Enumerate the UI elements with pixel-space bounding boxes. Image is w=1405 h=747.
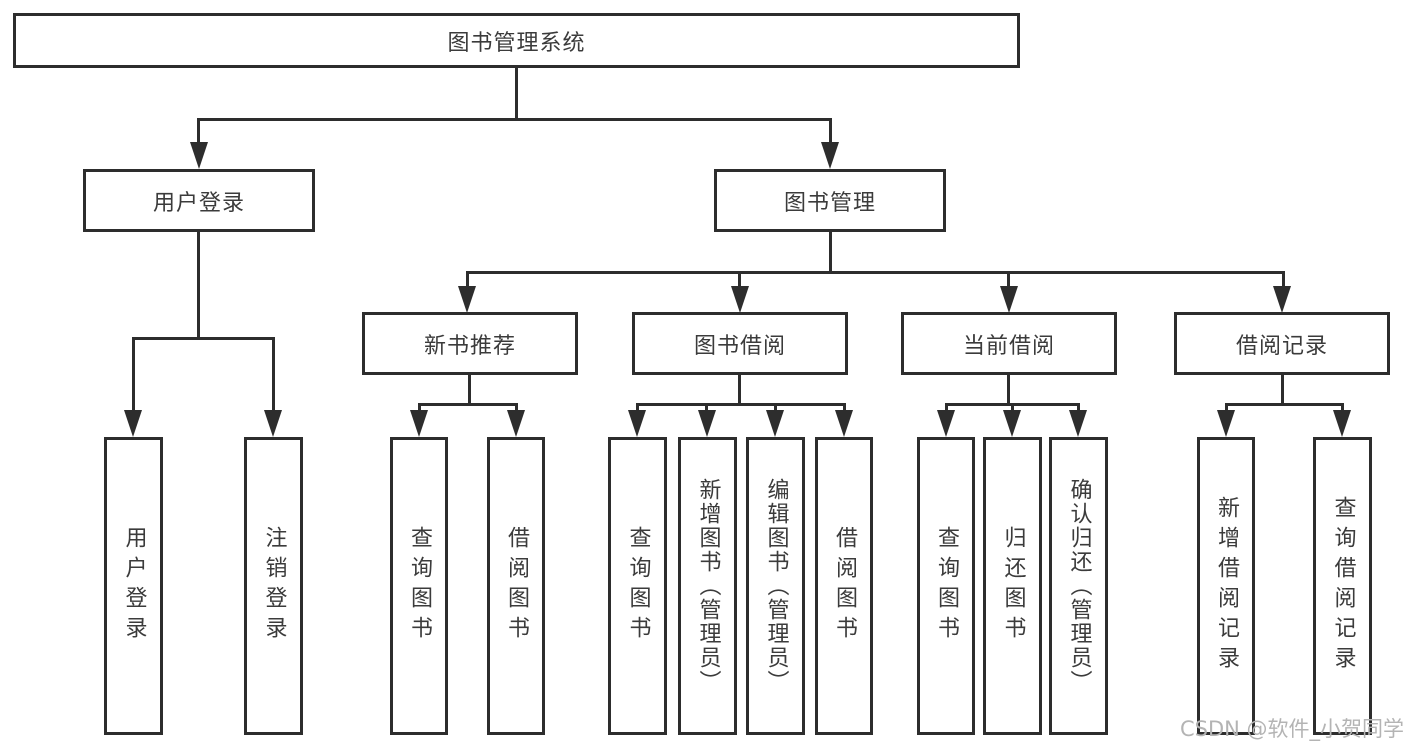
node-new-book-recommendation: 新书推荐 [362,312,578,375]
connector-line [197,118,200,146]
leaf-user-login: 用户登录 [104,437,163,735]
connector-line [466,271,469,288]
connector-line [705,403,708,413]
arrowhead-down-icon [1069,410,1087,437]
connector-line [829,118,832,146]
arrowhead-down-icon [698,410,716,437]
connector-line [197,118,832,121]
connector-line [843,403,846,413]
connector-line [132,337,275,340]
connector-line [466,271,1285,274]
arrowhead-down-icon [1217,410,1235,437]
leaf-borrow-books-recommend: 借阅图书 [487,437,545,735]
connector-line [515,66,518,120]
arrowhead-down-icon [731,286,749,313]
arrowhead-down-icon [1333,410,1351,437]
connector-line [738,271,741,288]
connector-line [738,373,741,405]
connector-line [418,403,421,413]
arrowhead-down-icon [937,410,955,437]
watermark: CSDN @软件_小贺同学 [1180,717,1405,741]
arrowhead-down-icon [190,142,208,169]
connector-line [272,337,275,413]
node-user-login: 用户登录 [83,169,315,232]
leaf-add-borrow-record: 新增借阅记录 [1197,437,1255,735]
node-borrowing-records: 借阅记录 [1174,312,1390,375]
arrowhead-down-icon [124,410,142,437]
leaf-borrow-books-borrowing: 借阅图书 [815,437,873,735]
connector-line [132,337,135,413]
connector-line [1007,373,1010,405]
connector-line [1282,271,1285,288]
connector-line [468,373,471,405]
arrowhead-down-icon [1273,286,1291,313]
connector-line [1007,271,1010,288]
leaf-query-books-current: 查询图书 [917,437,975,735]
arrowhead-down-icon [835,410,853,437]
connector-line [636,403,639,413]
connector-line [1281,373,1284,405]
arrowhead-down-icon [1000,286,1018,313]
leaf-query-books-recommend: 查询图书 [390,437,448,735]
connector-line [418,403,518,406]
leaf-query-books-borrowing: 查询图书 [608,437,667,735]
connector-line [197,230,200,339]
connector-line [1011,403,1014,413]
arrowhead-down-icon [507,410,525,437]
node-current-borrowing: 当前借阅 [901,312,1117,375]
connector-line [1341,403,1344,413]
node-book-management: 图书管理 [714,169,946,232]
leaf-edit-book-admin: 编辑图书（管理员） [746,437,805,735]
arrowhead-down-icon [410,410,428,437]
arrowhead-down-icon [821,142,839,169]
leaf-confirm-return-admin: 确认归还（管理员） [1049,437,1108,735]
connector-line [774,403,777,413]
arrowhead-down-icon [458,286,476,313]
leaf-query-borrow-record: 查询借阅记录 [1313,437,1372,735]
connector-line [1225,403,1344,406]
node-library-management-system: 图书管理系统 [13,13,1020,68]
arrowhead-down-icon [766,410,784,437]
arrowhead-down-icon [1003,410,1021,437]
connector-line [1225,403,1228,413]
leaf-add-book-admin: 新增图书（管理员） [678,437,737,735]
connector-line [515,403,518,413]
arrowhead-down-icon [264,410,282,437]
connector-line [945,403,948,413]
connector-line [829,230,832,273]
connector-line [1077,403,1080,413]
leaf-logout: 注销登录 [244,437,303,735]
node-book-borrowing: 图书借阅 [632,312,848,375]
arrowhead-down-icon [628,410,646,437]
connector-line [636,403,846,406]
leaf-return-book: 归还图书 [983,437,1042,735]
